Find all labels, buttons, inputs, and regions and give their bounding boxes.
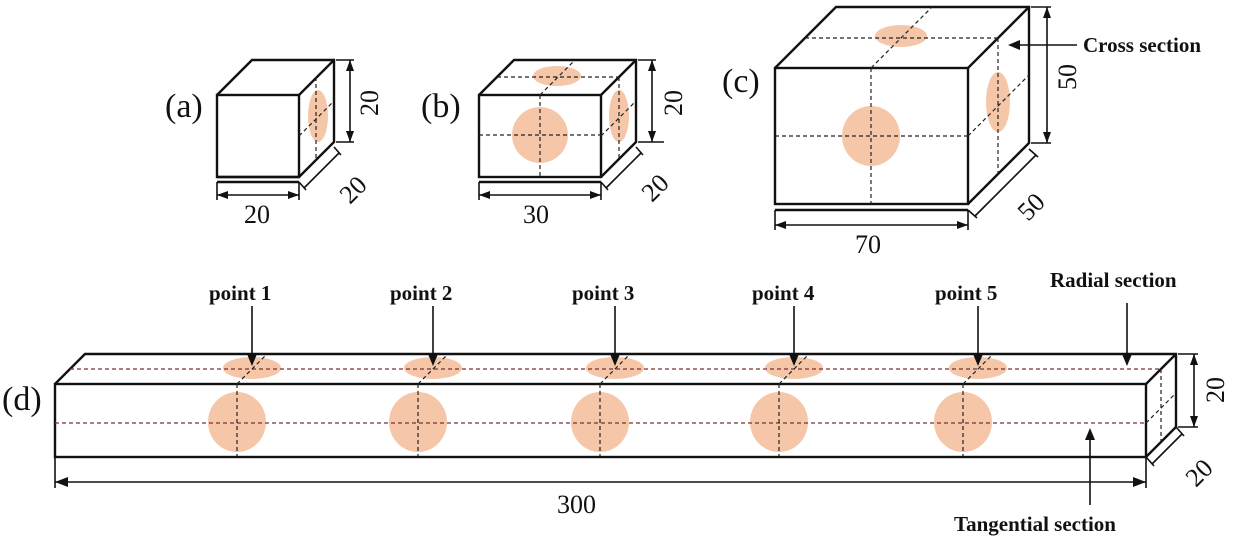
panel-b-height-dimension: 20 — [638, 59, 688, 143]
panel-b-top-spot — [533, 66, 581, 86]
panel-c-depth-label: 50 — [1012, 187, 1051, 226]
panel-c-front-spot — [842, 106, 900, 166]
panel-c-width-label: 70 — [855, 230, 881, 259]
panel-b-front-spot — [512, 107, 568, 163]
cross-section-label: Cross section — [1083, 33, 1201, 57]
panel-b-height-label: 20 — [659, 90, 688, 116]
panel-b-letter: (b) — [421, 88, 461, 125]
panel-d-height-dimension: 20 — [1178, 353, 1230, 428]
panel-a-height-dimension: 20 — [336, 59, 384, 143]
tangential-section-label: Tangential section — [954, 512, 1116, 536]
panel-c-height-dimension: 50 — [1031, 6, 1082, 144]
panel-a-cube — [215, 58, 336, 184]
point-3-label: point 3 — [572, 281, 634, 305]
panel-c-depth-dimension: 50 — [967, 148, 1051, 226]
point-5-label: point 5 — [935, 281, 997, 305]
panel-a-side-spot — [308, 90, 328, 142]
panel-d-depth-label: 20 — [1180, 453, 1219, 492]
panel-a-width-dimension: 20 — [216, 182, 300, 229]
panel-a-letter: (a) — [165, 88, 203, 125]
panel-d-depth-dimension: 20 — [1145, 426, 1219, 492]
panel-b-width-dimension: 30 — [478, 182, 602, 229]
panel-a-depth-label: 20 — [334, 170, 373, 209]
panel-a-height-label: 20 — [355, 90, 384, 116]
panel-a: (a) 20 20 — [165, 58, 384, 229]
cross-section-callout: Cross section — [1008, 33, 1201, 57]
panel-c-cube — [773, 5, 1031, 212]
point-2-label: point 2 — [390, 281, 452, 305]
radial-section-callout: Radial section — [1050, 268, 1177, 366]
panel-b-depth-dimension: 20 — [600, 146, 675, 207]
panel-d-spot-crosshairs — [236, 353, 994, 457]
panel-d-length-dimension: 300 — [54, 457, 1147, 519]
point-4-label: point 4 — [752, 281, 815, 305]
panel-b-cube — [477, 58, 638, 184]
panel-b: (b) 30 20 — [421, 58, 688, 229]
panel-b-width-label: 30 — [523, 200, 549, 229]
panel-c-letter: (c) — [722, 63, 760, 100]
panel-a-width-label: 20 — [244, 200, 270, 229]
panel-d-letter: (d) — [2, 381, 42, 418]
panel-d-length-label: 300 — [557, 490, 596, 519]
panel-a-depth-dimension: 20 — [298, 146, 373, 209]
panel-d-spots — [208, 357, 1007, 452]
point-1-label: point 1 — [209, 281, 271, 305]
tangential-section-callout: Tangential section — [954, 428, 1116, 536]
panel-d: (d) — [2, 268, 1230, 536]
panel-c-height-label: 50 — [1053, 64, 1082, 90]
panel-c-width-dimension: 70 — [774, 210, 969, 259]
panel-c: (c) 70 50 — [722, 5, 1201, 259]
panel-b-depth-label: 20 — [636, 168, 675, 207]
panel-d-height-label: 20 — [1201, 377, 1230, 403]
panel-d-point-markers: point 1 point 2 point 3 point 4 point 5 — [209, 281, 997, 366]
radial-section-label: Radial section — [1050, 268, 1177, 292]
panel-c-top-spot — [875, 25, 927, 47]
